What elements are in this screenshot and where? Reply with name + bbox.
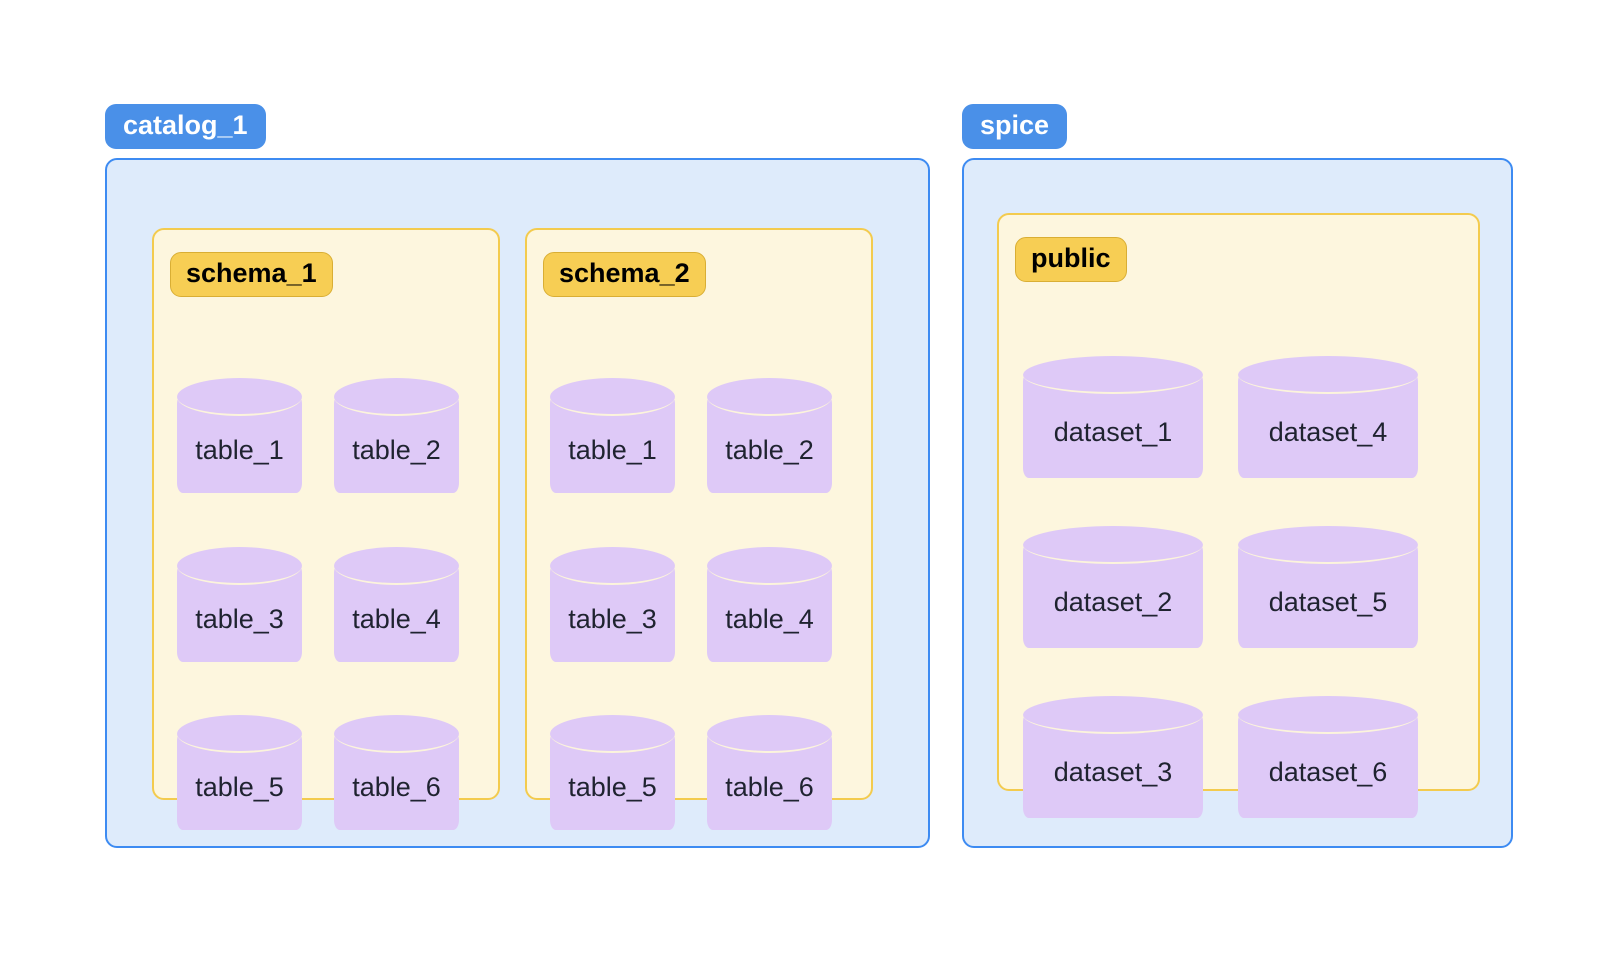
database-cylinder[interactable]: table_4 [334, 547, 459, 662]
cylinder-top-ellipse [550, 715, 675, 753]
cylinder-top-ellipse [707, 715, 832, 753]
cylinder-top-ellipse [550, 547, 675, 585]
database-cylinder[interactable]: table_3 [550, 547, 675, 662]
cylinder-top-ellipse [334, 715, 459, 753]
cylinder-label: dataset_6 [1268, 756, 1388, 787]
cylinder-top-ellipse [1023, 526, 1203, 564]
cylinder-label: table_6 [725, 772, 814, 802]
schema-badge-public[interactable]: public [1015, 237, 1127, 283]
database-cylinder[interactable]: table_5 [177, 715, 302, 830]
database-cylinder[interactable]: dataset_2 [1023, 526, 1203, 648]
database-cylinder[interactable]: dataset_3 [1023, 696, 1203, 818]
cylinder-label: dataset_1 [1053, 416, 1173, 447]
database-cylinder[interactable]: table_6 [334, 715, 459, 830]
cylinder-top-ellipse [1238, 356, 1418, 394]
cylinder-label: dataset_4 [1268, 416, 1388, 447]
schema-container-schema_1[interactable]: schema_1 table_1 table_2 table_3 table_4 [152, 228, 500, 830]
cylinder-top-ellipse [1023, 356, 1203, 394]
cylinder-top-ellipse [334, 378, 459, 416]
schema-container-schema_2[interactable]: schema_2 table_1 table_2 table_3 table_4 [525, 228, 873, 830]
cylinder-top-ellipse [1238, 526, 1418, 564]
catalog-container-spice[interactable]: public dataset_1 dataset_4 dataset_2 dat… [962, 158, 1513, 848]
cylinder-top-ellipse [707, 547, 832, 585]
cylinder-top-ellipse [707, 378, 832, 416]
cylinder-label: table_2 [725, 435, 814, 465]
cylinder-label: table_4 [352, 604, 441, 634]
cylinder-label: dataset_2 [1053, 586, 1173, 617]
cylinder-label: table_4 [725, 604, 814, 634]
cylinder-top-ellipse [177, 547, 302, 585]
cylinder-label: dataset_5 [1268, 586, 1388, 617]
catalog-badge-spice[interactable]: spice [962, 104, 1068, 150]
cylinder-label: table_5 [195, 772, 284, 802]
database-cylinder[interactable]: table_5 [550, 715, 675, 830]
schema-badge-schema_1[interactable]: schema_1 [170, 252, 333, 298]
database-cylinder[interactable]: dataset_6 [1238, 696, 1418, 818]
database-cylinder[interactable]: table_1 [550, 378, 675, 493]
schema-badge-schema_2[interactable]: schema_2 [543, 252, 706, 298]
database-cylinder[interactable]: table_3 [177, 547, 302, 662]
catalog-container-catalog_1[interactable]: schema_1 table_1 table_2 table_3 table_4 [105, 158, 930, 848]
database-cylinder[interactable]: table_2 [707, 378, 832, 493]
database-cylinder[interactable]: table_6 [707, 715, 832, 830]
schema-container-public[interactable]: public dataset_1 dataset_4 dataset_2 dat… [997, 213, 1480, 818]
cylinder-label: table_5 [568, 772, 657, 802]
catalog-badge-catalog_1[interactable]: catalog_1 [105, 104, 266, 150]
cylinder-top-ellipse [550, 378, 675, 416]
database-cylinder[interactable]: table_2 [334, 378, 459, 493]
cylinder-label: table_1 [195, 435, 284, 465]
database-cylinder[interactable]: dataset_5 [1238, 526, 1418, 648]
cylinder-top-ellipse [334, 547, 459, 585]
cylinder-label: dataset_3 [1053, 756, 1173, 787]
cylinder-top-ellipse [177, 378, 302, 416]
database-cylinder[interactable]: table_4 [707, 547, 832, 662]
database-cylinder[interactable]: dataset_4 [1238, 356, 1418, 478]
database-cylinder[interactable]: table_1 [177, 378, 302, 493]
cylinder-top-ellipse [1023, 696, 1203, 734]
cylinder-label: table_3 [195, 604, 284, 634]
cylinder-top-ellipse [1238, 696, 1418, 734]
database-cylinder[interactable]: dataset_1 [1023, 356, 1203, 478]
cylinder-top-ellipse [177, 715, 302, 753]
cylinder-label: table_2 [352, 435, 441, 465]
cylinder-label: table_1 [568, 435, 657, 465]
cylinder-label: table_3 [568, 604, 657, 634]
cylinder-label: table_6 [352, 772, 441, 802]
